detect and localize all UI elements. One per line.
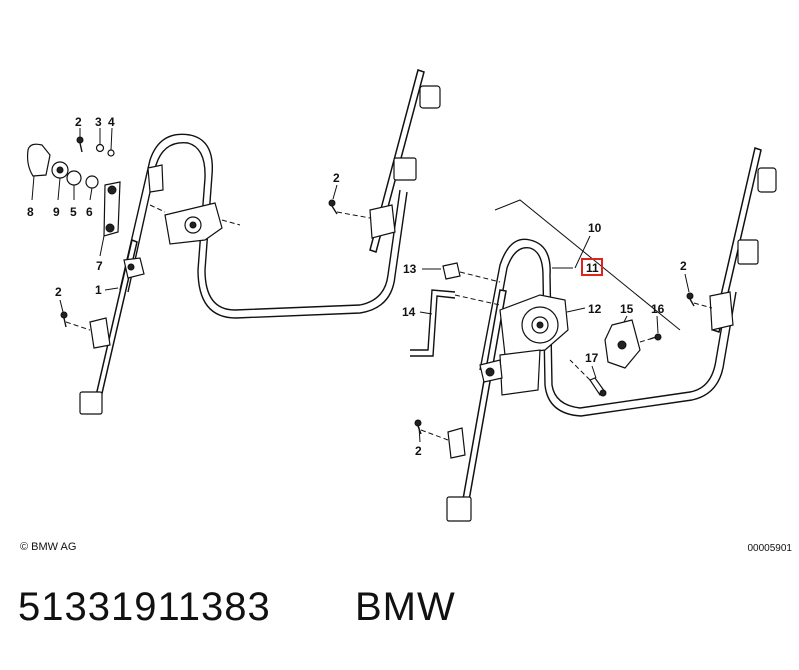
right-cable-loop (479, 238, 729, 409)
brand-name: BMW (355, 585, 456, 629)
callout-left-5: 5 (70, 205, 77, 219)
callout-left-8: 8 (27, 205, 34, 219)
right-rail-end-block (446, 496, 472, 522)
part-number: 51331911383 (18, 585, 271, 629)
bushing-5 (66, 170, 82, 186)
copyright-notice: © BMW AG (20, 541, 77, 553)
callout-left-2b: 2 (55, 285, 62, 299)
callout-11-highlight (581, 258, 603, 276)
right-rail-top-block (757, 167, 777, 193)
callout-right-11: 11 (586, 261, 599, 275)
callout-right-17: 17 (585, 351, 599, 365)
callout-left-2a: 2 (75, 115, 82, 129)
right-guide-rail (461, 289, 507, 507)
callout-left-1: 1 (95, 283, 102, 297)
callout-right-10: 10 (588, 221, 602, 235)
parts-diagram: 2 3 4 8 9 5 6 7 1 2 2 10 11 13 12 14 15 … (26, 69, 777, 522)
door-outline (494, 199, 681, 331)
callout-right-12: 12 (588, 302, 602, 316)
callout-left-4: 4 (108, 115, 115, 129)
callout-left-9: 9 (53, 205, 60, 219)
callout-right-16: 16 (651, 302, 665, 316)
drawing-number: 00005901 (747, 543, 793, 554)
emergency-crank-14 (410, 289, 456, 351)
callout-right-13: 13 (403, 262, 417, 276)
callout-left-3: 3 (95, 115, 102, 129)
callout-left-7: 7 (96, 259, 103, 273)
callout-right-15: 15 (620, 302, 634, 316)
spring-6 (85, 175, 99, 189)
left-cable-loop (119, 133, 401, 311)
callout-left-2c: 2 (333, 171, 340, 185)
crank-handle-cover (26, 143, 51, 177)
callout-right-2b: 2 (415, 444, 422, 458)
left-rail-top-block (419, 85, 441, 109)
nut-13 (442, 262, 461, 280)
crank-arm-7 (103, 181, 121, 237)
right-guide-rail-upper (712, 147, 762, 333)
callout-right-14: 14 (402, 305, 416, 319)
callout-left-6: 6 (86, 205, 93, 219)
left-rail-end-block (79, 391, 103, 415)
callout-right-2a: 2 (680, 259, 687, 273)
